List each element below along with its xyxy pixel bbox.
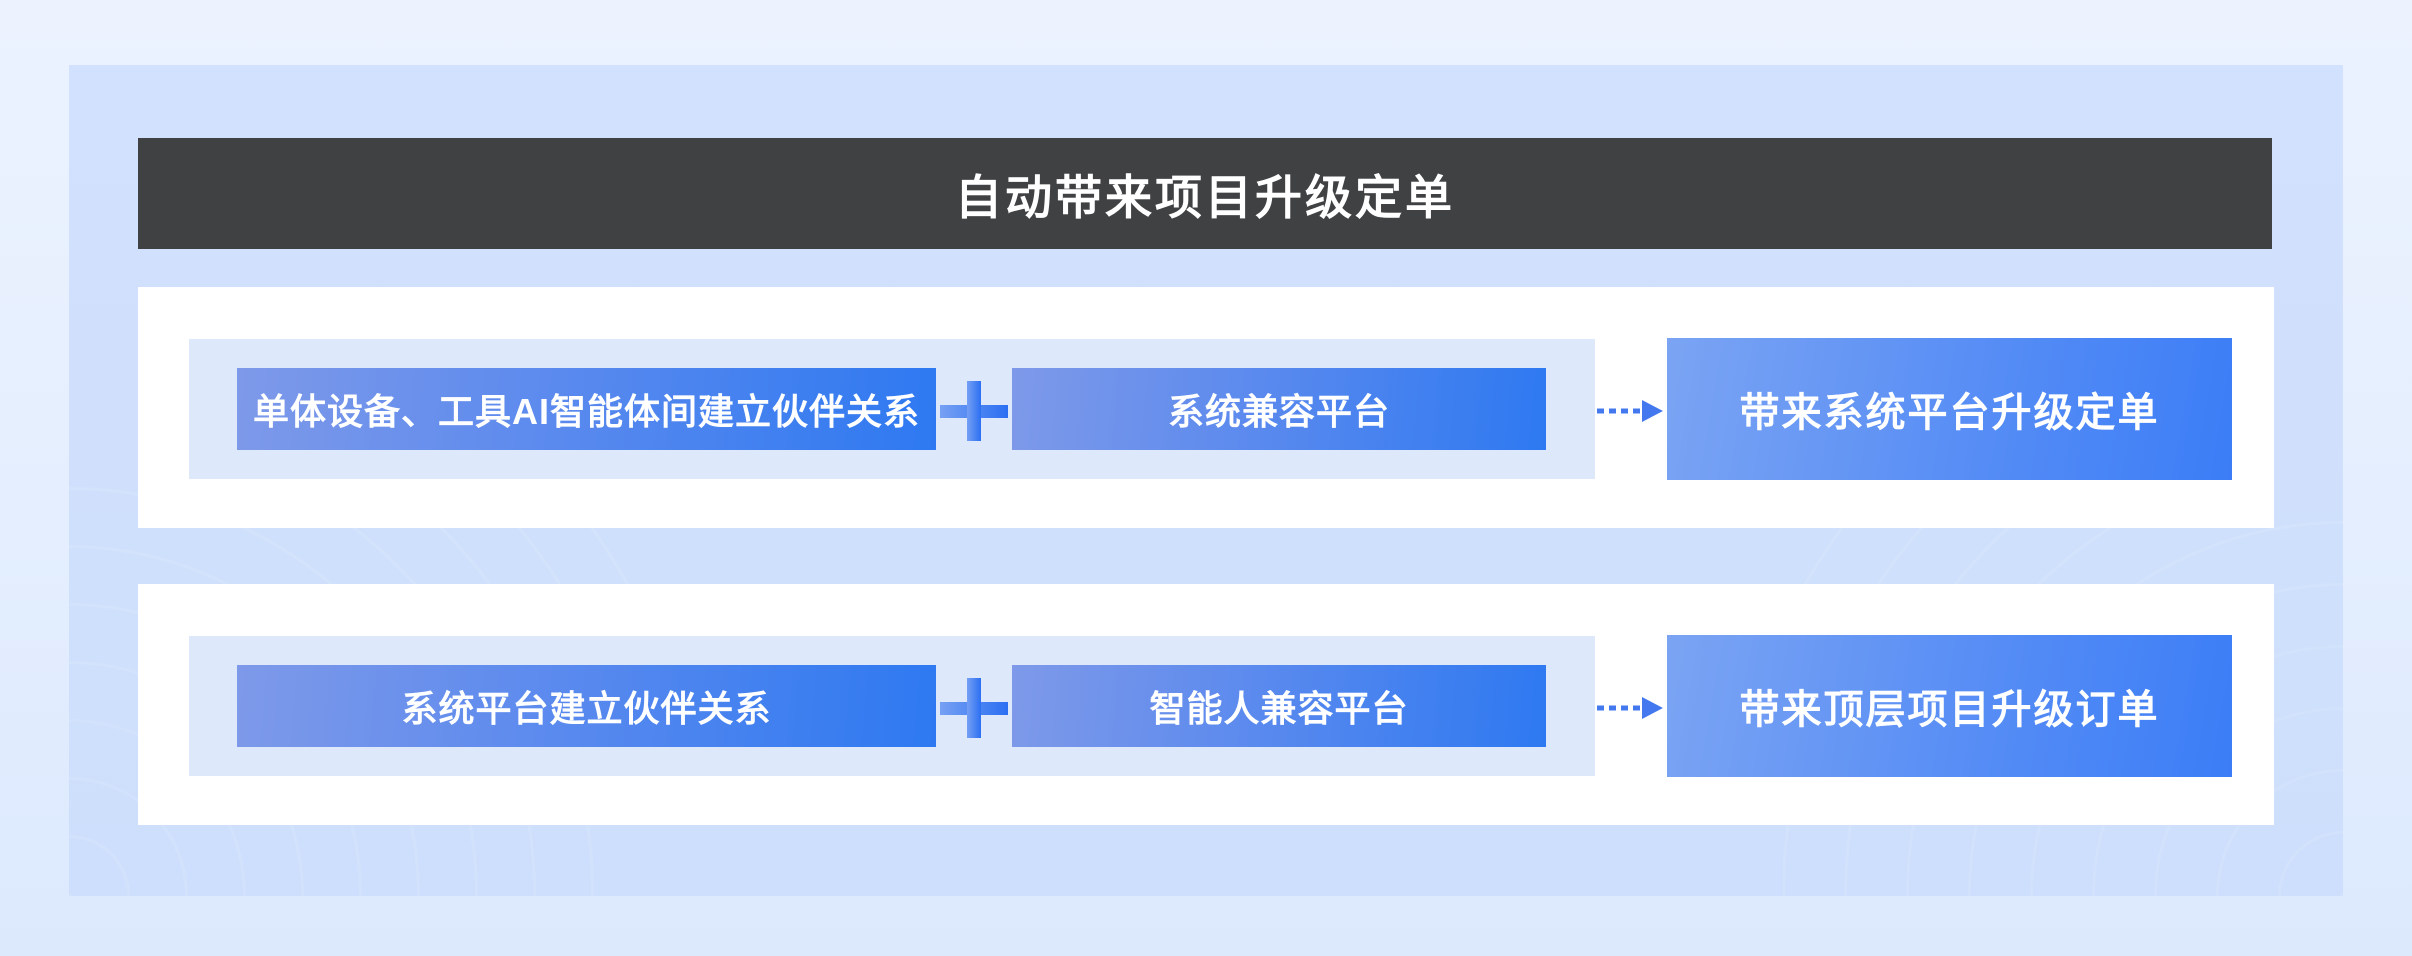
flow-row-1: 单体设备、工具AI智能体间建立伙伴关系 系统兼容平台 带来系统平台升级定单: [138, 287, 2274, 528]
dashed-arrow-icon: [1596, 395, 1664, 427]
partnership-box: 系统平台建立伙伴关系: [237, 665, 936, 747]
partnership-box: 单体设备、工具AI智能体间建立伙伴关系: [237, 368, 936, 450]
plus-icon: [940, 381, 1008, 441]
result-box-label: 带来顶层项目升级订单: [1739, 688, 2160, 732]
result-box: 带来系统平台升级定单: [1667, 338, 2232, 480]
partnership-box-label: 单体设备、工具AI智能体间建立伙伴关系: [252, 391, 920, 432]
platform-box-label: 系统兼容平台: [1167, 391, 1390, 432]
partnership-box-label: 系统平台建立伙伴关系: [401, 688, 772, 729]
platform-box: 智能人兼容平台: [1012, 665, 1546, 747]
header-bar: 自动带来项目升级定单: [138, 138, 2272, 249]
platform-box: 系统兼容平台: [1012, 368, 1546, 450]
page-title: 自动带来项目升级定单: [955, 171, 1455, 224]
plus-icon: [940, 678, 1008, 738]
dashed-arrow-icon: [1596, 692, 1664, 724]
result-box-label: 带来系统平台升级定单: [1739, 391, 2160, 435]
result-box: 带来顶层项目升级订单: [1667, 635, 2232, 777]
platform-box-label: 智能人兼容平台: [1149, 688, 1409, 729]
flow-row-2: 系统平台建立伙伴关系 智能人兼容平台 带来顶层项目升级订单: [138, 584, 2274, 825]
